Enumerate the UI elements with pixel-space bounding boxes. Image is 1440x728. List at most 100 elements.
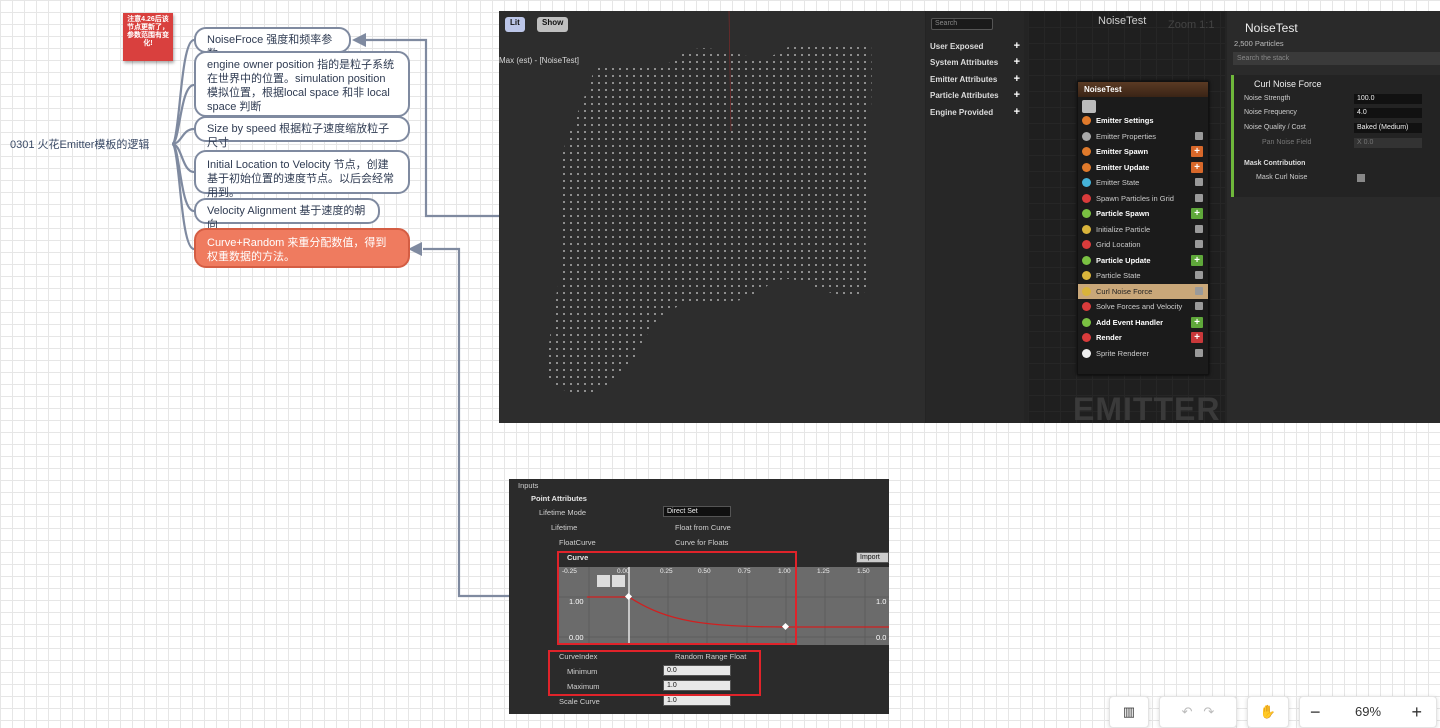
param-label: User Exposed xyxy=(930,42,984,51)
stack-row[interactable]: Emitter Update + xyxy=(1078,160,1208,175)
highlight-curve xyxy=(557,551,797,645)
mask-curl-noise-checkbox[interactable] xyxy=(1357,174,1365,182)
stack-row[interactable]: Particle Spawn+ xyxy=(1078,206,1208,221)
param-user-exposed[interactable]: User Exposed + xyxy=(930,40,1022,56)
lifetime-mode-select[interactable]: Direct Set xyxy=(663,506,731,517)
module-enabled-checkbox[interactable] xyxy=(1195,302,1203,310)
floatcurve-value[interactable]: Curve for Floats xyxy=(675,538,729,547)
import-button[interactable]: Import xyxy=(856,552,889,563)
module-icon xyxy=(1082,224,1091,234)
stack-row[interactable]: Add Event Handler+ xyxy=(1078,315,1208,330)
stack-row[interactable]: Emitter State xyxy=(1078,175,1208,190)
module-enabled-checkbox[interactable] xyxy=(1195,271,1203,279)
undo-icon[interactable]: ↶ xyxy=(1181,704,1193,719)
curve-tick-label: 1.00 xyxy=(778,568,791,575)
add-icon[interactable]: + xyxy=(1013,40,1020,52)
graph-watermark: EMITTER xyxy=(1073,391,1221,423)
stack-row[interactable]: Solve Forces and Velocity xyxy=(1078,299,1208,314)
map-icon[interactable]: ▥ xyxy=(1109,696,1149,728)
curveindex-label[interactable]: CurveIndex xyxy=(559,652,598,661)
stack-row[interactable]: Render + xyxy=(1078,330,1208,345)
pan-noise-field-input[interactable]: X 0.0 xyxy=(1354,138,1422,148)
stack-row-label: Curl Noise Force xyxy=(1096,286,1153,296)
module-enabled-checkbox[interactable] xyxy=(1195,224,1203,233)
node-size-by-speed[interactable]: Size by speed 根据粒子速度缩放粒子尺寸 xyxy=(194,116,410,149)
module-icon xyxy=(1082,209,1091,218)
curve-label[interactable]: Curve xyxy=(567,553,589,562)
add-module-icon[interactable]: + xyxy=(1191,208,1203,219)
module-icon xyxy=(1082,240,1091,249)
noise-quality-select[interactable]: Baked (Medium) xyxy=(1354,123,1422,133)
add-icon[interactable]: + xyxy=(1013,73,1020,85)
lifetime-mode-label: Lifetime Mode xyxy=(539,508,587,517)
inputs-label[interactable]: Inputs xyxy=(518,481,539,490)
maximum-input[interactable]: 1.0 xyxy=(663,680,731,691)
lit-button[interactable]: Lit xyxy=(505,17,525,32)
show-button[interactable]: Show xyxy=(537,17,569,32)
zoom-out-button[interactable]: − xyxy=(1310,702,1321,722)
section-mask-contribution[interactable]: Mask Contribution xyxy=(1244,160,1306,167)
minimum-input[interactable]: 0.0 xyxy=(663,665,731,676)
point-attributes-label[interactable]: Point Attributes xyxy=(531,494,587,503)
node-engine-owner-position[interactable]: engine owner position 指的是粒子系统在世界中的位置。sim… xyxy=(194,51,410,117)
stack-row[interactable]: Initialize Particle xyxy=(1078,222,1208,237)
y-axis-right-top: 1.0 xyxy=(876,597,887,606)
stack-row-label: Grid Location xyxy=(1096,240,1141,249)
niagara-editor-screenshot: Lit Show Max (est) - [NoiseTest] Search … xyxy=(499,11,1440,423)
module-enabled-checkbox[interactable] xyxy=(1195,240,1203,248)
add-module-icon[interactable]: + xyxy=(1191,254,1203,266)
module-enabled-checkbox[interactable] xyxy=(1195,286,1203,295)
node-noise-force[interactable]: NoiseFroce 强度和频率参数 xyxy=(194,27,351,60)
add-module-icon[interactable]: + xyxy=(1191,332,1203,343)
parameters-search-input[interactable]: Search xyxy=(931,18,993,30)
stack-row-label: Emitter Update xyxy=(1096,162,1150,172)
mindmap-root[interactable]: 0301 火花Emitter模板的逻辑 xyxy=(10,139,150,151)
lifetime-value[interactable]: Float from Curve xyxy=(675,523,731,532)
stack-row[interactable]: Sprite Renderer xyxy=(1078,346,1208,361)
stack-row-label: Render xyxy=(1096,333,1122,342)
redo-icon[interactable]: ↷ xyxy=(1203,704,1215,719)
hand-icon[interactable]: ✋ xyxy=(1247,696,1289,728)
stack-row-label: Particle State xyxy=(1096,271,1141,280)
add-icon[interactable]: + xyxy=(1013,89,1020,101)
stack-row[interactable]: Particle State xyxy=(1078,268,1208,283)
add-module-icon[interactable]: + xyxy=(1191,146,1203,157)
param-label: System Attributes xyxy=(930,58,999,67)
stack-row[interactable]: Emitter Properties xyxy=(1078,129,1208,144)
add-icon[interactable]: + xyxy=(1013,106,1020,118)
noise-strength-input[interactable]: 100.0 xyxy=(1354,94,1422,104)
zoom-in-button[interactable]: + xyxy=(1411,702,1422,722)
module-enabled-checkbox[interactable] xyxy=(1195,348,1203,357)
add-module-icon[interactable]: + xyxy=(1191,316,1203,328)
param-engine-provided[interactable]: Engine Provided+ xyxy=(930,106,1022,122)
stack-row[interactable]: Spawn Particles in Grid xyxy=(1078,191,1208,206)
stack-row[interactable]: Grid Location xyxy=(1078,237,1208,252)
node-initial-location[interactable]: Initial Location to Velocity 节点，创建基于初始位置… xyxy=(194,150,410,199)
node-velocity-alignment[interactable]: Velocity Alignment 基于速度的朝向 xyxy=(194,198,380,231)
module-enabled-checkbox[interactable] xyxy=(1195,193,1203,202)
sticky-note[interactable]: 注意4.26后该节点更新了，参数范围有变化! xyxy=(123,13,173,61)
noise-frequency-input[interactable]: 4.0 xyxy=(1354,108,1422,118)
curveindex-value[interactable]: Random Range Float xyxy=(675,652,747,661)
stack-row[interactable]: Emitter Settings xyxy=(1078,113,1208,128)
param-system-attributes[interactable]: System Attributes + xyxy=(930,56,1022,72)
stack-row[interactable]: Emitter Spawn+ xyxy=(1078,144,1208,159)
stack-row[interactable]: Curl Noise Force xyxy=(1078,283,1208,299)
viewport-title: Max (est) - [NoiseTest] xyxy=(499,56,580,65)
scale-curve-input[interactable]: 1.0 xyxy=(663,695,731,706)
stack-search-input[interactable]: Search the stack xyxy=(1233,52,1440,65)
stack-row-label: Particle Update xyxy=(1096,255,1151,265)
module-enabled-checkbox[interactable] xyxy=(1195,131,1203,140)
node-curve-random[interactable]: Curve+Random 来重分配数值，得到权重数据的方法。 xyxy=(194,228,410,268)
param-emitter-attributes[interactable]: Emitter Attributes+ xyxy=(930,73,1022,89)
module-enabled-checkbox[interactable] xyxy=(1195,178,1203,186)
lifetime-label[interactable]: Lifetime xyxy=(551,523,578,532)
particle-cloth-preview xyxy=(548,11,872,394)
section-curl-noise-force[interactable]: Curl Noise Force xyxy=(1254,79,1322,89)
add-icon[interactable]: + xyxy=(1013,56,1020,68)
stack-row[interactable]: Particle Update + xyxy=(1078,253,1208,268)
param-particle-attributes[interactable]: Particle Attributes+ xyxy=(930,89,1022,105)
add-module-icon[interactable]: + xyxy=(1191,161,1203,173)
